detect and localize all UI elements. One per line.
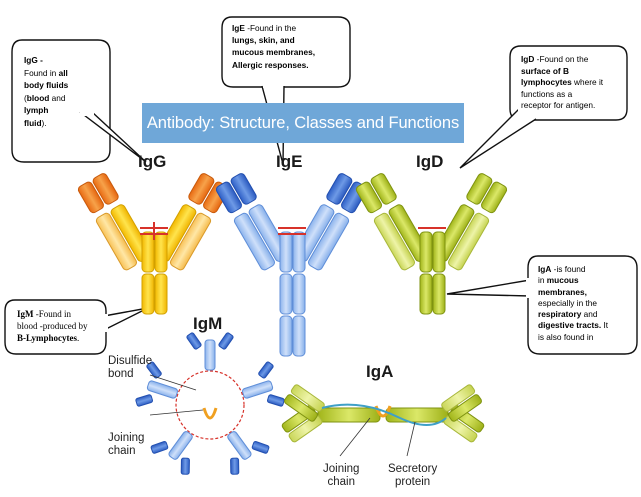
igd-callout-line: surface of B <box>521 65 569 76</box>
igg-callout-line: and <box>49 92 66 103</box>
igd-callout-bubble <box>459 45 628 169</box>
igm-joining-chain-label: Joining chain <box>108 432 144 458</box>
disulfide-bond-label-line: bond <box>108 368 134 380</box>
ige-callout-line: -Found in the <box>244 23 297 33</box>
iga-label: IgA <box>366 362 394 381</box>
igd-callout-line: functions as a <box>521 88 573 99</box>
igm-joining-chain-label-line: Joining <box>108 432 145 444</box>
igm-callout-line: . <box>77 333 80 343</box>
disulfide-bond-label: Disulfide bond <box>108 355 152 381</box>
iga-callout-line: digestive tracts. <box>538 320 602 331</box>
secretory-protein-label: Secretory protein <box>388 463 437 489</box>
title-banner: Antibody: Structure, Classes and Functio… <box>142 103 464 143</box>
igg-callout-bubble <box>11 39 147 163</box>
igd-antibody <box>355 173 508 315</box>
ige-callout-line: Allergic responses. <box>232 59 309 70</box>
igd-callout: IgD -Found on the surface of B lymphocyt… <box>521 54 603 112</box>
ige-label: IgE <box>276 152 303 171</box>
iga-callout-line: in <box>538 275 547 286</box>
igg-callout-line: body fluids <box>24 80 69 91</box>
igm-callout-line: blood -produced by <box>17 321 88 331</box>
iga-joining-chain-label-line: chain <box>327 476 355 488</box>
igd-callout-line: lymphocytes <box>521 77 572 88</box>
iga-callout-line: especially in the <box>538 297 598 308</box>
ige-callout-line: lungs, skin, and <box>232 35 295 46</box>
secretory-protein-label-line: Secretory <box>388 463 438 475</box>
iga-dimer <box>281 384 485 457</box>
igg-callout-line: ). <box>41 117 47 128</box>
igg-callout-line: ( <box>24 92 27 103</box>
igg-label: IgG <box>138 152 167 171</box>
igg-callout-line: Found in <box>24 67 57 78</box>
igm-callout-bubble <box>4 299 149 355</box>
iga-callout-line: respiratory <box>538 309 582 320</box>
igg-callout-line: blood <box>26 92 50 103</box>
igd-callout-line: where it <box>571 77 604 88</box>
iga-callout-bubble <box>446 255 638 355</box>
igg-callout: IgG - Found in all body fluids (blood an… <box>24 54 68 130</box>
igm-callout: IgM -Found in blood -produced by B-Lymph… <box>17 308 87 344</box>
igm-callout-line: IgM <box>17 309 34 319</box>
iga-callout-line: membranes, <box>538 286 587 297</box>
igd-callout-line: IgD <box>521 54 535 64</box>
igg-callout-line: fluid <box>24 117 42 128</box>
iga-callout-line: -is found <box>551 264 586 274</box>
igd-label: IgD <box>416 152 444 171</box>
ige-callout-line: IgE <box>232 23 245 33</box>
igd-callout-line: -Found on the <box>534 54 589 64</box>
disulfide-bond-label-line: Disulfide <box>108 355 153 367</box>
iga-callout-line: is also found in <box>538 331 594 342</box>
iga-joining-chain-label: Joining chain <box>323 463 359 489</box>
iga-callout-line: and <box>581 309 598 320</box>
igm-label: IgM <box>193 314 223 333</box>
igm-pentamer <box>132 332 288 479</box>
ige-antibody <box>215 173 368 357</box>
igm-callout-line: B-Lymphocytes <box>17 333 78 343</box>
igg-callout-line: IgG - <box>24 55 43 65</box>
ige-callout: IgE -Found in the lungs, skin, and mucou… <box>232 22 315 71</box>
igg-callout-line: all <box>56 67 68 78</box>
secretory-protein-label-line: protein <box>395 476 431 488</box>
ige-callout-line: mucous membranes, <box>232 47 315 58</box>
iga-joining-chain-label-line: Joining <box>323 463 360 475</box>
igg-antibody <box>77 173 230 315</box>
iga-callout-line: mucous <box>546 275 579 286</box>
igd-callout-line: receptor for antigen. <box>521 100 596 111</box>
iga-callout: IgA -is found in mucous membranes, espec… <box>538 264 608 343</box>
igm-joining-chain-label-line: chain <box>108 445 136 457</box>
iga-callout-line: IgA <box>538 264 552 274</box>
igg-callout-line: lymph <box>24 105 49 116</box>
igm-callout-line: -Found in <box>33 309 72 319</box>
iga-callout-line: It <box>601 320 609 331</box>
